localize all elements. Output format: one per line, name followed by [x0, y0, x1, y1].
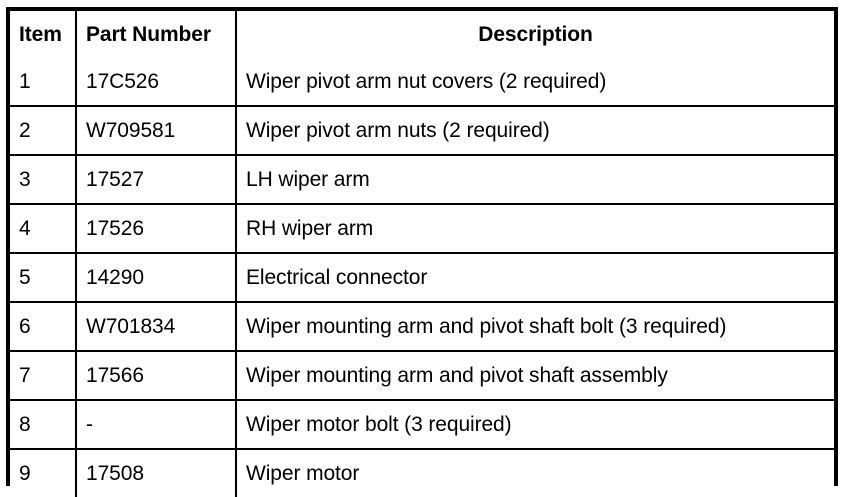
cell-item: 5	[10, 253, 77, 303]
cell-description: Wiper mounting arm and pivot shaft assem…	[236, 351, 834, 401]
cell-description: Wiper pivot arm nuts (2 required)	[236, 106, 834, 156]
cell-part-number: 17C526	[76, 58, 237, 107]
cell-part-number: 17526	[76, 204, 237, 254]
cell-part-number: W701834	[76, 302, 237, 352]
cell-description: Wiper pivot arm nut covers (2 required)	[236, 58, 834, 107]
table-header: Item Part Number Description	[10, 11, 834, 58]
cell-item: 6	[10, 302, 77, 352]
cell-description: Wiper motor bolt (3 required)	[236, 400, 834, 450]
cell-item: 4	[10, 204, 77, 254]
cell-description: Wiper motor	[236, 449, 834, 497]
cell-part-number: 14290	[76, 253, 237, 303]
cell-item: 9	[10, 449, 77, 497]
cell-part-number: W709581	[76, 106, 237, 156]
cell-description: Electrical connector	[236, 253, 834, 303]
cell-part-number: -	[76, 400, 237, 450]
cell-item: 7	[10, 351, 77, 401]
cell-description: LH wiper arm	[236, 155, 834, 205]
cell-part-number: 17527	[76, 155, 237, 205]
table-header-row: Item Part Number Description	[10, 11, 834, 58]
cell-part-number: 17508	[76, 449, 237, 497]
cell-item: 3	[10, 155, 77, 205]
cell-part-number: 17566	[76, 351, 237, 401]
column-header-item: Item	[10, 11, 77, 58]
table-row: 8-Wiper motor bolt (3 required)	[10, 400, 834, 450]
column-header-description: Description	[236, 11, 834, 58]
cell-description: Wiper mounting arm and pivot shaft bolt …	[236, 302, 834, 352]
cell-item: 2	[10, 106, 77, 156]
column-header-part-number: Part Number	[76, 11, 237, 58]
cell-description: RH wiper arm	[236, 204, 834, 254]
cell-item: 1	[10, 58, 77, 107]
cell-item: 8	[10, 400, 77, 450]
